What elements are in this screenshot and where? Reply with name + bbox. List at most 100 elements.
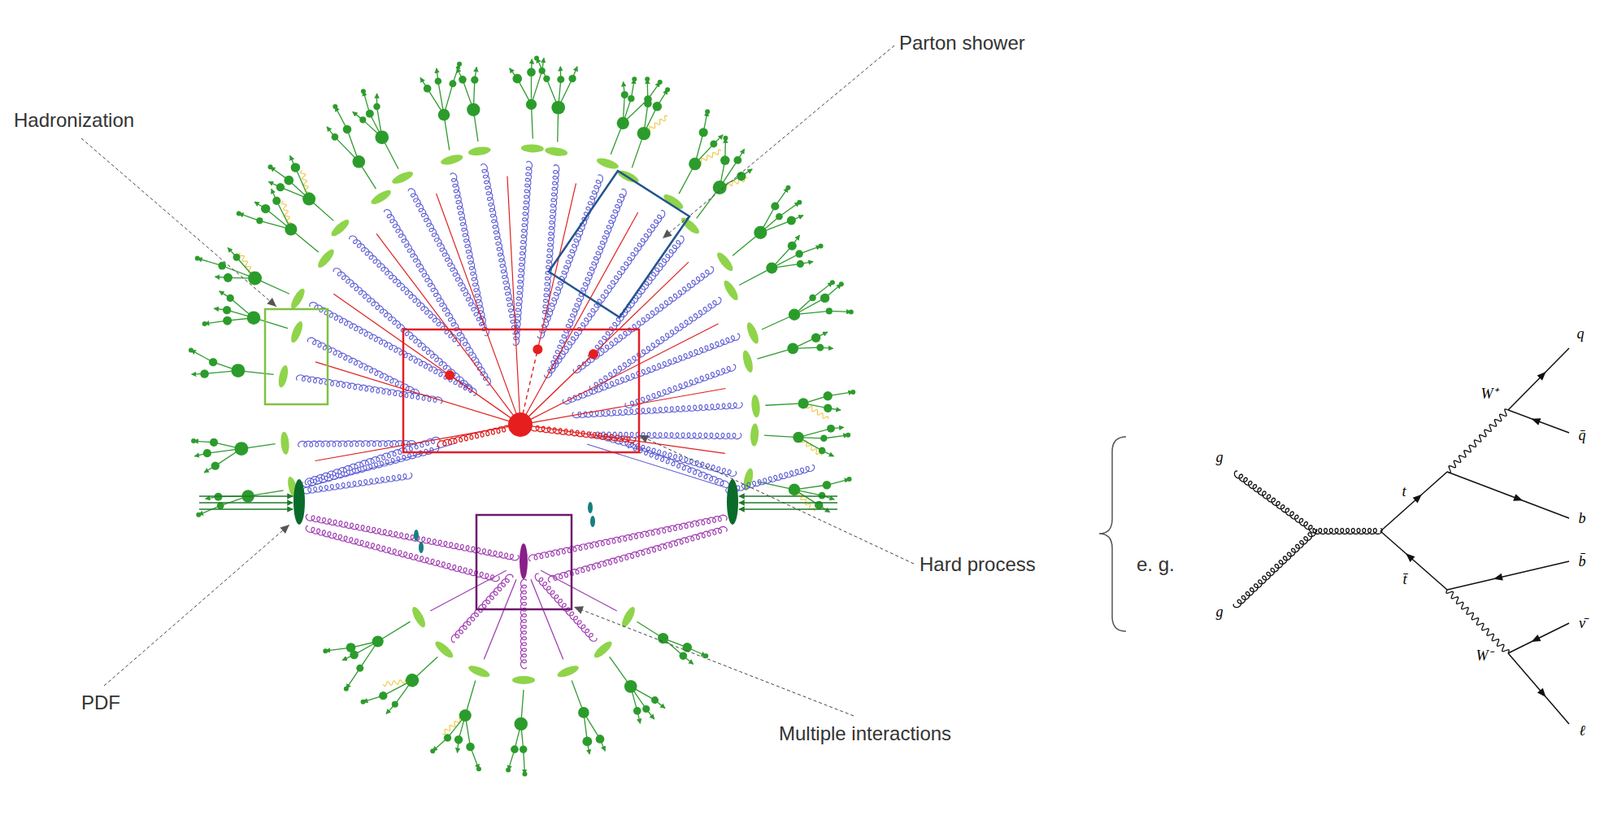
leader-arrowhead [662, 229, 673, 239]
hadron-track [346, 667, 361, 688]
hadron-dot [430, 747, 435, 753]
isr-line [304, 443, 456, 488]
hadron-dot [786, 216, 796, 226]
particle-label: q̄ [1578, 426, 1587, 444]
hadron-dot [534, 55, 540, 61]
hadron-dot [512, 73, 522, 84]
hadron-dot [850, 389, 856, 395]
leader-arrowhead [279, 524, 290, 534]
hadron-dot [820, 434, 827, 442]
fermion-arrow [1537, 371, 1547, 381]
hadron-dot [818, 491, 827, 500]
leader-line [639, 434, 914, 564]
hadron-track [778, 202, 800, 218]
shower-gluon [295, 374, 442, 404]
hadron-layer [188, 55, 856, 776]
fermion-arrow [1493, 573, 1504, 581]
photon-line [239, 252, 254, 275]
hadron-dot [226, 294, 235, 302]
proton-beam [739, 495, 838, 497]
hadron-cluster [369, 187, 393, 207]
hadron-dot [521, 771, 527, 777]
beam-remnant [413, 529, 419, 541]
particle-label: W⁻ [1476, 647, 1494, 665]
hadron-dot [284, 222, 297, 235]
shower-gluon [625, 364, 736, 408]
mpi-layer [305, 514, 727, 669]
quark-line [528, 353, 594, 417]
mpi-gluon [521, 578, 527, 669]
mpi-vertex [519, 543, 528, 579]
hadron-dot [188, 347, 194, 353]
hadron-dot [657, 79, 663, 85]
decay-vertex [588, 348, 599, 359]
hadron-track [823, 434, 848, 439]
fermion-arrow [1513, 493, 1523, 500]
hadron-cluster [433, 638, 456, 660]
hadron-dot [539, 67, 546, 74]
mpi-line [430, 569, 507, 611]
hadron-dot [796, 260, 805, 268]
hadron-dot [378, 691, 387, 700]
hadron-dot [788, 483, 801, 496]
hadron-dot [818, 243, 824, 248]
hadron-cluster [466, 662, 492, 679]
photon-line [796, 492, 815, 512]
hadron-cluster [749, 422, 759, 446]
hadron-dot [798, 397, 809, 409]
hadron-dot [195, 512, 201, 518]
curly-brace [1099, 436, 1127, 631]
hadron-track [536, 57, 547, 79]
hadron-dot [823, 391, 833, 400]
shower-gluon [513, 160, 532, 345]
hadron-dot [233, 253, 241, 261]
pdf-blob [726, 478, 739, 525]
hadron-dot [631, 76, 637, 82]
hadron-dot [770, 201, 779, 210]
shower-gluon [572, 402, 743, 418]
hadron-dot [458, 75, 467, 84]
box-layer [265, 170, 690, 609]
hard-process-box [403, 329, 640, 453]
hard-vertex [508, 412, 533, 437]
particle-label: ν̄ [1578, 614, 1586, 632]
photon-line [801, 439, 822, 456]
hadron-dot [595, 734, 605, 744]
hadron-dot [203, 448, 212, 457]
hadron-dot [456, 61, 462, 67]
shower-gluon [408, 188, 489, 336]
hadron-dot [830, 279, 835, 285]
hadron-dot [391, 700, 399, 708]
mpi-line [530, 578, 564, 659]
quark-line [531, 387, 727, 422]
hadron-dot [679, 651, 688, 660]
leader-line [662, 45, 895, 239]
beam-remnant [590, 515, 596, 527]
quark-line [593, 261, 689, 354]
hadron-dot [556, 75, 565, 83]
hadron-dot [268, 164, 274, 170]
particle-label: b̄ [1578, 552, 1587, 570]
hadron-dot [454, 734, 463, 744]
gluon-layer [295, 160, 814, 494]
hard-layer [314, 176, 726, 461]
hadron-dot [365, 109, 374, 118]
hadron-line-layer [191, 57, 853, 774]
hadron-dot [582, 735, 592, 746]
hadron-dot [765, 261, 778, 274]
leader-layer [81, 45, 1127, 716]
mpi-box [476, 514, 572, 609]
hadron-cluster [277, 364, 291, 388]
hadron-dot [709, 139, 718, 148]
shower-gluon [384, 209, 492, 386]
hadron-dot [470, 76, 479, 84]
quark-line [376, 233, 514, 416]
note-label: e. g. [1136, 552, 1175, 576]
boson-line [1447, 408, 1509, 473]
hadron-dot [578, 706, 590, 718]
hadron-dot [360, 88, 366, 94]
quark-line [522, 348, 538, 414]
hadron-dot [526, 67, 536, 77]
hadron-dot [845, 432, 851, 438]
hadron-dot [476, 765, 482, 771]
